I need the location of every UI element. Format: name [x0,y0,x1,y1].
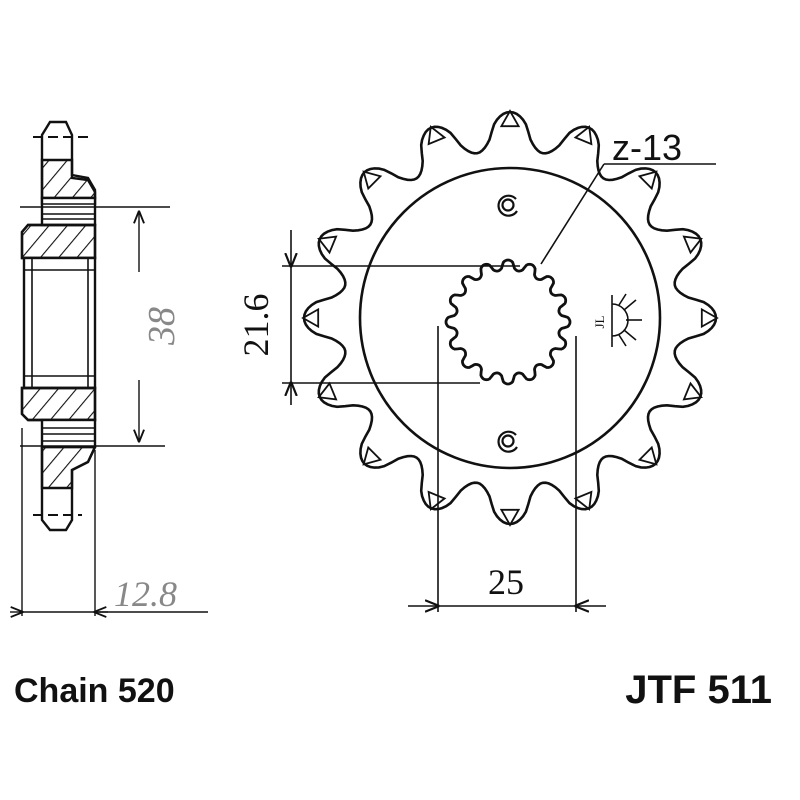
front-dimensions [282,163,716,612]
bolt-hole-bottom [497,430,518,453]
dim-spline-width-label: 25 [488,562,524,602]
chain-size-label: Chain 520 [14,672,175,710]
dim-spline-height-label: 21.6 [236,294,276,357]
sun-marking-icon: JL [592,293,642,347]
bolt-hole-top [497,194,518,217]
dim-pcd-label: 38 [141,307,183,346]
side-dimensions [10,206,208,616]
hub-circle [358,166,662,470]
dim-width-label: 12.8 [114,574,177,614]
svg-text:JL: JL [592,315,607,328]
part-number-label: JTF 511 [625,668,772,712]
front-view [301,109,719,527]
sprocket-teeth-outline [302,110,718,526]
teeth-count-label: z-13 [612,127,682,168]
side-view [20,120,97,532]
spline-bore [444,258,572,386]
